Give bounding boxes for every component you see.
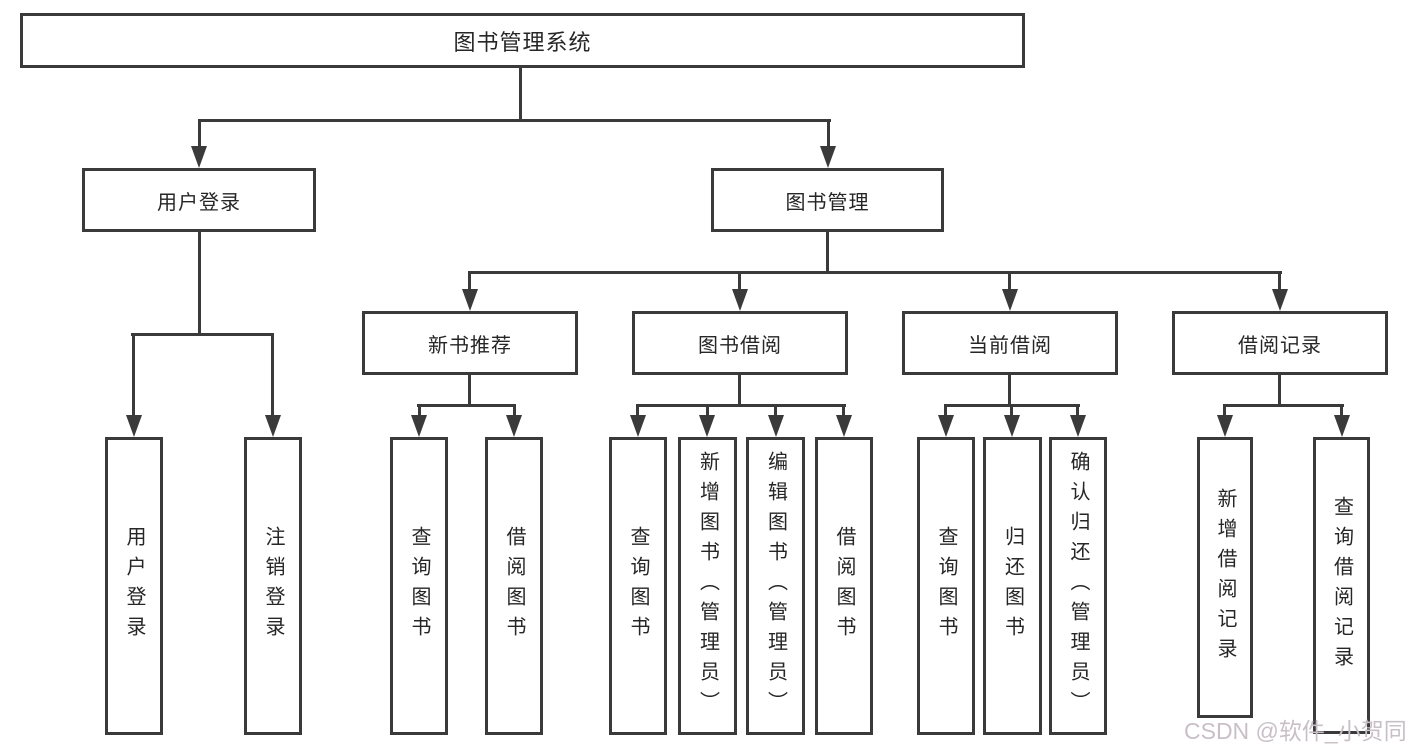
connector-branch [1223,404,1344,407]
connector-drop [1010,404,1013,420]
connector-drop [636,404,639,420]
connector-stem [1278,375,1281,407]
node-new-book-recommendation: 新书推荐 [362,311,578,375]
connector-branch [417,404,516,407]
node-confirm-return-admin: 确认归还（管理员） [1049,437,1107,735]
arrowhead [732,289,748,311]
connector-book-mgmt-stem [826,232,829,273]
node-user-login-leaf: 用户登录 [105,437,163,735]
connector-drop [944,404,947,420]
node-current-borrowing: 当前借阅 [902,311,1118,375]
connector-user-login-branch [131,333,274,336]
node-query-borrow-record-label: 查询借阅记录 [1330,495,1353,676]
connector-book-mgmt-branch [468,271,1282,274]
connector-drop [1076,404,1079,420]
connector-drop [706,404,709,420]
arrowhead [126,415,142,437]
connector-drop [774,404,777,420]
connector-drop [513,404,516,420]
node-confirm-return-admin-label: 确认归还（管理员） [1067,451,1089,721]
connector-stem [468,375,471,407]
node-query-books-recommend-label: 查询图书 [408,526,430,646]
arrowhead [191,146,207,168]
connector-drop [271,333,274,420]
connector-drop [198,119,201,153]
node-new-book-recommendation-label: 新书推荐 [428,334,512,357]
node-return-books-label: 归还图书 [1001,526,1024,646]
node-library-management-system-label: 图书管理系统 [453,29,592,55]
node-borrow-books-leaf: 借阅图书 [815,437,873,735]
node-user-login-leaf-label: 用户登录 [123,526,145,646]
node-current-borrowing-label: 当前借阅 [968,334,1052,357]
connector-drop [1008,271,1011,295]
node-borrow-books-recommend-label: 借阅图书 [503,526,525,646]
arrowhead [265,415,281,437]
connector-drop [418,404,421,420]
arrowhead [1272,289,1288,311]
node-add-books-admin: 新增图书（管理员） [678,437,737,735]
node-return-books: 归还图书 [983,437,1042,735]
node-add-borrow-record: 新增借阅记录 [1197,437,1253,718]
node-borrow-books-leaf-label: 借阅图书 [833,526,855,646]
connector-drop [1223,404,1226,420]
connector-branch [636,404,846,407]
connector-user-login-stem [198,232,201,335]
connector-stem [1008,375,1011,407]
node-borrow-books-recommend: 借阅图书 [485,437,543,735]
node-book-management-label: 图书管理 [785,191,870,214]
arrowhead [1217,415,1233,437]
arrowhead [1004,415,1020,437]
node-book-borrowing: 图书借阅 [632,311,848,375]
node-add-borrow-record-label: 新增借阅记录 [1214,487,1236,668]
connector-drop [1340,404,1343,420]
arrowhead [699,415,715,437]
node-borrowing-records-label: 借阅记录 [1238,334,1322,357]
node-edit-books-admin: 编辑图书（管理员） [746,437,805,735]
arrowhead [630,415,646,437]
node-edit-books-admin-label: 编辑图书（管理员） [764,451,787,721]
connector-drop [827,119,830,153]
arrowhead [1334,415,1350,437]
arrowhead [1002,289,1018,311]
node-logout-label: 注销登录 [262,526,284,646]
arrowhead [462,289,478,311]
node-add-books-admin-label: 新增图书（管理员） [696,451,719,721]
arrowhead [768,415,784,437]
connector-drop [842,404,845,420]
connector-root-stem [519,68,522,122]
node-query-books-current: 查询图书 [917,437,975,735]
arrowhead [1070,415,1086,437]
node-logout: 注销登录 [244,437,302,735]
node-user-login: 用户登录 [82,168,316,232]
node-query-books-borrowing-label: 查询图书 [627,526,649,646]
node-query-books-recommend: 查询图书 [390,437,448,735]
node-book-borrowing-label: 图书借阅 [698,334,782,357]
node-query-borrow-record: 查询借阅记录 [1313,437,1370,734]
arrowhead [411,415,427,437]
node-book-management: 图书管理 [711,168,944,232]
node-library-management-system: 图书管理系统 [20,13,1025,68]
connector-drop [132,333,135,420]
arrowhead [836,415,852,437]
node-user-login-label: 用户登录 [157,191,241,214]
connector-drop [468,271,471,295]
csdn-watermark: CSDN @软件_小贺同学 [1184,718,1405,744]
node-query-books-current-label: 查询图书 [935,526,957,646]
connector-drop [738,271,741,295]
connector-drop [1278,271,1281,295]
connector-stem [738,375,741,407]
arrowhead [506,415,522,437]
node-query-books-borrowing: 查询图书 [609,437,667,735]
node-borrowing-records: 借阅记录 [1172,311,1388,375]
arrowhead [820,146,836,168]
connector-root-branch [198,119,831,122]
arrowhead [938,415,954,437]
